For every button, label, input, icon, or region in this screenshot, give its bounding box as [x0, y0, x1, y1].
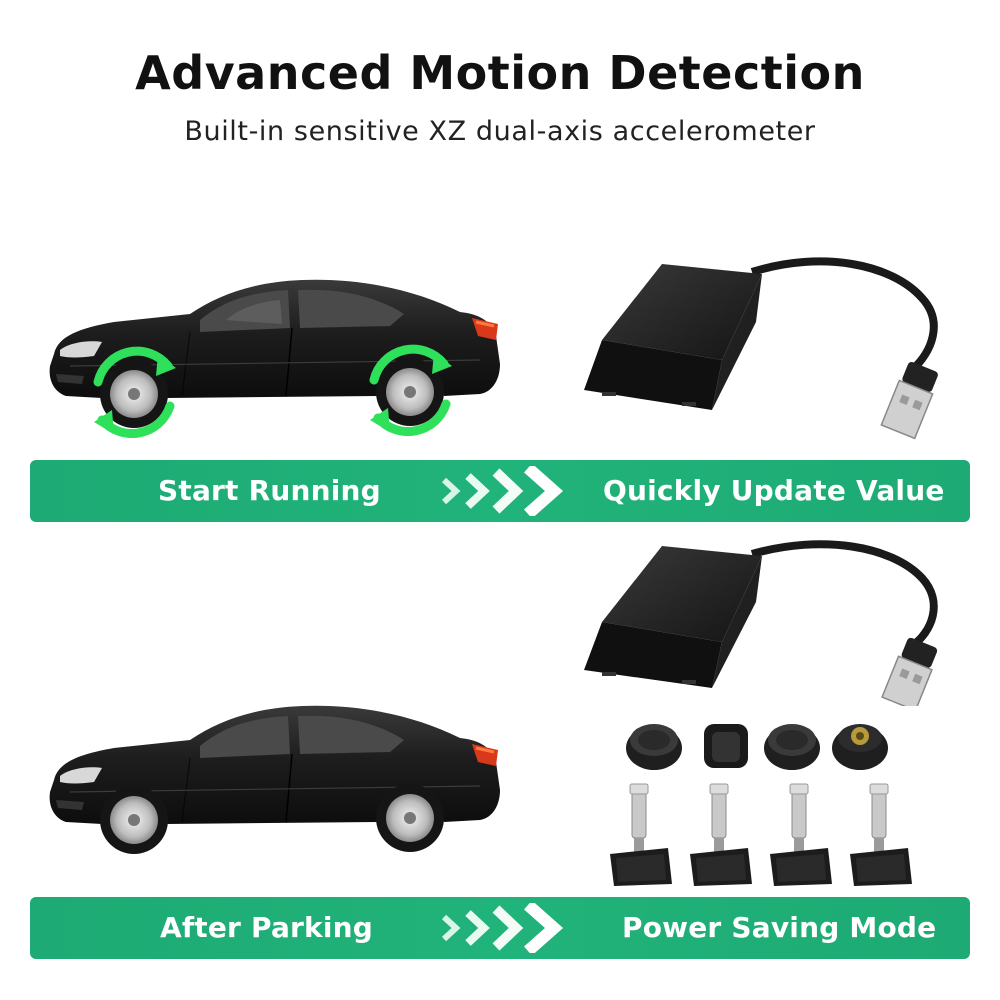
- chevron-arrows-icon: [441, 903, 564, 953]
- page-subtitle: Built-in sensitive XZ dual-axis accelero…: [184, 116, 816, 147]
- banner-after-parking: After Parking Power Saving Mode: [30, 897, 970, 959]
- receiver-box-usb-image: [584, 257, 938, 440]
- car-moving-image: [49, 279, 500, 438]
- banner-left-label: Start Running: [158, 474, 381, 507]
- car-parked-image: [49, 705, 500, 854]
- banner-left-label: After Parking: [160, 911, 374, 944]
- rotation-arrow-icon: [93, 346, 176, 438]
- banner-start-running: Start Running Quickly Update Value: [30, 460, 970, 522]
- cap-sensor-image: [626, 724, 888, 770]
- page-title: Advanced Motion Detection: [135, 46, 865, 100]
- receiver-box-usb-image: [584, 540, 938, 706]
- rotation-arrow-icon: [369, 344, 452, 436]
- valve-sensor-image: [610, 783, 912, 886]
- banner-right-label: Quickly Update Value: [603, 474, 945, 507]
- banner-right-label: Power Saving Mode: [622, 911, 937, 944]
- chevron-arrows-icon: [441, 466, 564, 516]
